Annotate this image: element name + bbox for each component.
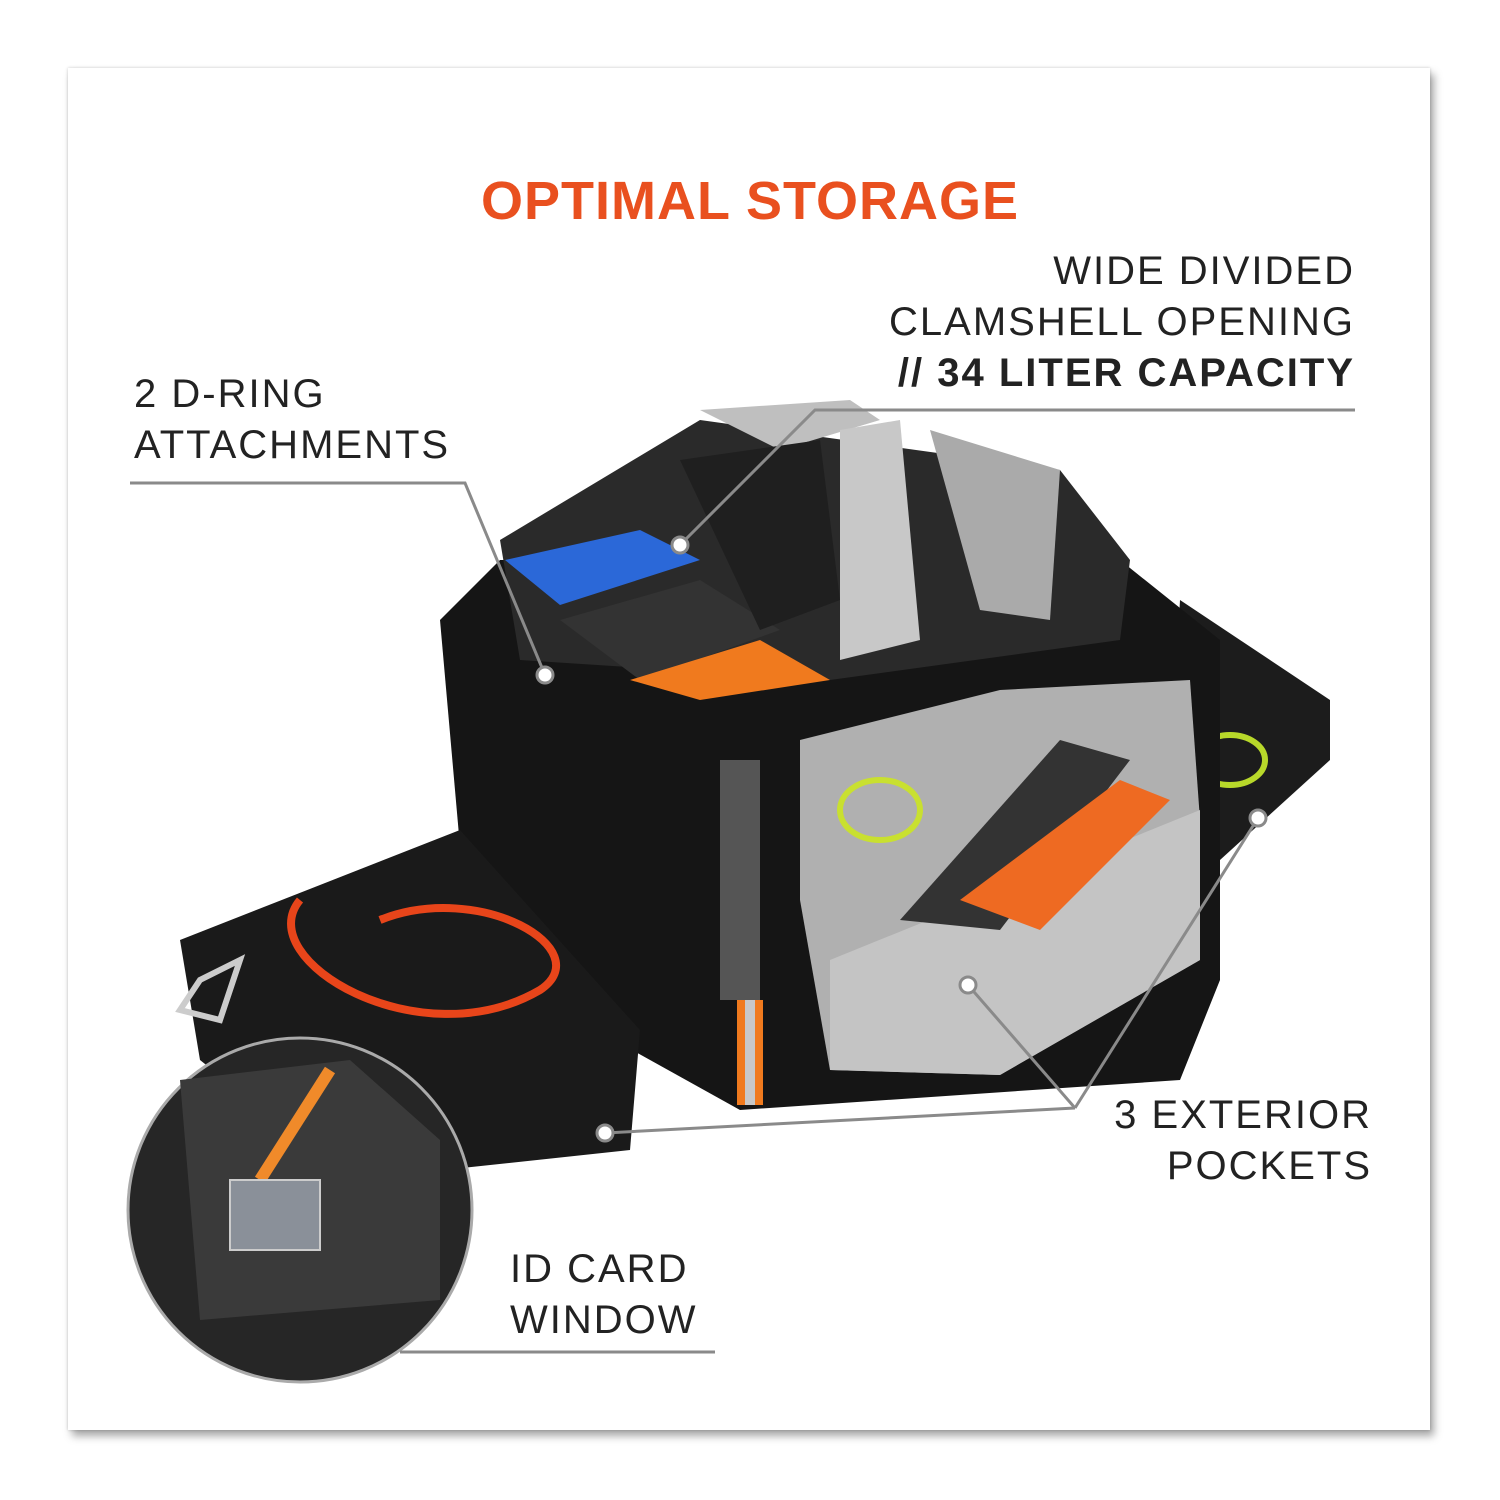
pockets-line-1: 3 EXTERIOR — [1114, 1093, 1372, 1137]
clamshell-line-2: CLAMSHELL OPENING — [889, 300, 1355, 344]
page-title: OPTIMAL STORAGE — [480, 171, 1020, 231]
clamshell-line-1: WIDE DIVIDED — [1053, 249, 1355, 293]
pockets-callout: 3 EXTERIOR POCKETS — [1114, 1090, 1372, 1192]
carabiner — [175, 954, 246, 1024]
clamshell-callout: WIDE DIVIDED CLAMSHELL OPENING // 34 LIT… — [889, 246, 1355, 399]
id-card-callout: ID CARD WINDOW — [510, 1244, 698, 1346]
d-ring-line-2: ATTACHMENTS — [134, 423, 451, 467]
d-ring-line-1: 2 D-RING — [134, 372, 326, 416]
blue-pouch — [505, 530, 700, 605]
harness-strap — [840, 420, 920, 660]
id-card-line-1: ID CARD — [510, 1247, 689, 1291]
id-card-line-2: WINDOW — [510, 1298, 698, 1342]
id-card — [229, 1179, 321, 1251]
gloves — [900, 740, 1130, 930]
leader-lines — [130, 408, 1355, 1354]
orange-lanyard — [287, 897, 560, 1018]
orange-pouch — [630, 640, 830, 700]
pockets-line-2: POCKETS — [1166, 1144, 1372, 1188]
gray-handle-strap — [700, 400, 880, 450]
d-ring-callout: 2 D-RING ATTACHMENTS — [134, 369, 450, 471]
clamshell-line-3: // 34 LITER CAPACITY — [897, 351, 1355, 395]
